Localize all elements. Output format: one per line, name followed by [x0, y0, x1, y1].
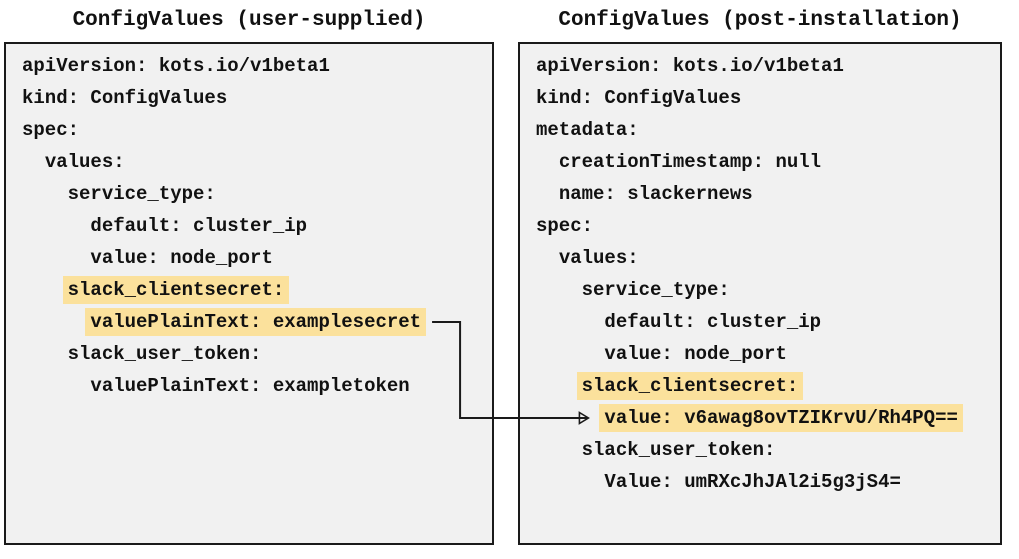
code-text: default: cluster_ip	[604, 311, 822, 333]
code-indent	[536, 247, 559, 269]
code-text: service_type:	[67, 183, 216, 205]
code-text: values:	[558, 247, 639, 269]
code-line: valuePlainText: examplesecret	[22, 306, 492, 338]
code-text: kind: ConfigValues	[536, 87, 742, 109]
code-line: metadata:	[536, 114, 1000, 146]
code-indent	[536, 183, 559, 205]
code-line: spec:	[22, 114, 492, 146]
code-line: service_type:	[22, 178, 492, 210]
code-text: Value: umRXcJhJAl2i5g3jS4=	[604, 471, 901, 493]
code-indent	[22, 183, 68, 205]
code-indent	[536, 279, 582, 301]
code-line: Value: umRXcJhJAl2i5g3jS4=	[536, 466, 1000, 498]
code-indent	[536, 471, 604, 493]
code-highlight: value: v6awag8ovTZIKrvU/Rh4PQ==	[599, 404, 963, 432]
code-text: service_type:	[581, 279, 730, 301]
code-line: service_type:	[536, 274, 1000, 306]
code-highlight: valuePlainText: examplesecret	[85, 308, 427, 336]
code-text: name: slackernews	[558, 183, 753, 205]
code-indent	[22, 215, 90, 237]
left-panel-title: ConfigValues (user-supplied)	[72, 9, 426, 32]
code-text: spec:	[536, 215, 594, 237]
code-line: valuePlainText: exampletoken	[22, 370, 492, 402]
user-supplied-config-panel: apiVersion: kots.io/v1beta1 kind: ConfigV…	[4, 42, 494, 545]
code-text: creationTimestamp: null	[558, 151, 822, 173]
code-line: slack_user_token:	[536, 434, 1000, 466]
code-line: value: node_port	[22, 242, 492, 274]
code-line: slack_user_token:	[22, 338, 492, 370]
code-highlight: slack_clientsecret:	[576, 372, 804, 400]
code-line: kind: ConfigValues	[536, 82, 1000, 114]
code-line: default: cluster_ip	[22, 210, 492, 242]
code-indent	[22, 151, 45, 173]
code-line: spec:	[536, 210, 1000, 242]
code-text: values:	[44, 151, 125, 173]
code-indent	[22, 375, 90, 397]
code-line: values:	[536, 242, 1000, 274]
right-code: apiVersion: kots.io/v1beta1 kind: ConfigV…	[536, 50, 1000, 498]
code-line: slack_clientsecret:	[22, 274, 492, 306]
right-panel-title: ConfigValues (post-installation)	[558, 9, 962, 32]
code-indent	[22, 311, 90, 333]
code-text: spec:	[22, 119, 80, 141]
code-line: apiVersion: kots.io/v1beta1	[22, 50, 492, 82]
code-indent	[536, 343, 604, 365]
code-indent	[536, 151, 559, 173]
code-indent	[22, 279, 68, 301]
post-installation-config-panel: apiVersion: kots.io/v1beta1 kind: ConfigV…	[518, 42, 1002, 545]
code-indent	[22, 343, 68, 365]
code-text: apiVersion: kots.io/v1beta1	[536, 55, 844, 77]
code-text: slack_user_token:	[581, 439, 776, 461]
code-text: apiVersion: kots.io/v1beta1	[22, 55, 330, 77]
code-indent	[536, 407, 604, 429]
code-line: default: cluster_ip	[536, 306, 1000, 338]
code-line: value: node_port	[536, 338, 1000, 370]
code-text: slack_user_token:	[67, 343, 262, 365]
code-indent	[22, 247, 90, 269]
code-highlight: slack_clientsecret:	[62, 276, 290, 304]
code-text: metadata:	[536, 119, 639, 141]
code-line: creationTimestamp: null	[536, 146, 1000, 178]
code-text: kind: ConfigValues	[22, 87, 228, 109]
code-indent	[536, 311, 604, 333]
code-text: valuePlainText: exampletoken	[90, 375, 410, 397]
code-line: kind: ConfigValues	[22, 82, 492, 114]
code-text: value: node_port	[604, 343, 787, 365]
code-line: value: v6awag8ovTZIKrvU/Rh4PQ==	[536, 402, 1000, 434]
code-text: value: node_port	[90, 247, 273, 269]
code-indent	[536, 439, 582, 461]
left-code: apiVersion: kots.io/v1beta1 kind: ConfigV…	[22, 50, 492, 402]
code-line: apiVersion: kots.io/v1beta1	[536, 50, 1000, 82]
code-line: values:	[22, 146, 492, 178]
code-indent	[536, 375, 582, 397]
code-line: name: slackernews	[536, 178, 1000, 210]
code-line: slack_clientsecret:	[536, 370, 1000, 402]
code-text: default: cluster_ip	[90, 215, 308, 237]
